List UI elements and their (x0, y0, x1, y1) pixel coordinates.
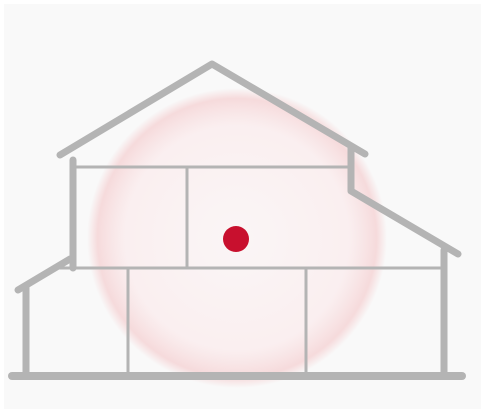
right-roof-step (347, 144, 462, 258)
roof-outline (56, 60, 369, 159)
wifi-router-dot-icon (223, 226, 249, 252)
